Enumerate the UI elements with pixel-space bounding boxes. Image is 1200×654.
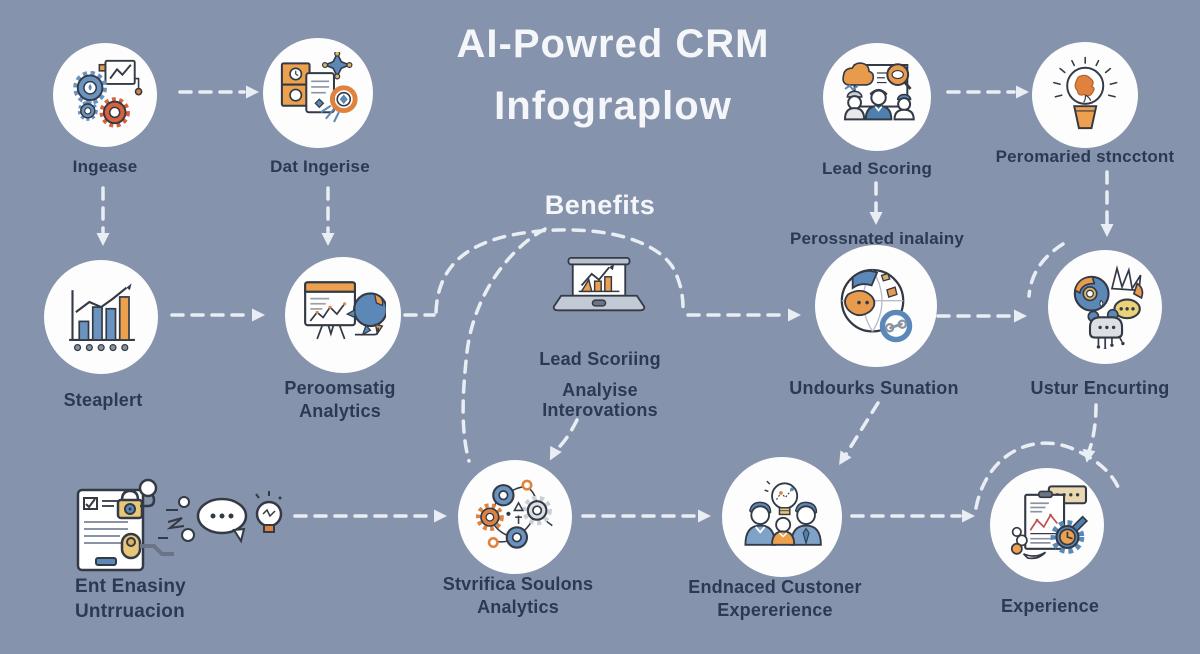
team-whiteboard-icon (842, 62, 915, 121)
node-circle-dat-ingerise (263, 38, 373, 148)
node-label-peromaried: Peromaried stncctont (995, 147, 1175, 166)
node-circle-undourks (815, 245, 937, 367)
globe-magnifier-icon (840, 268, 913, 343)
report-gear-icon (1010, 485, 1088, 560)
arrow-ustur-to-experience (1087, 403, 1098, 453)
node-label-ingease: Ingease (72, 157, 138, 176)
node-label-steaplert: Steaplert (63, 390, 143, 410)
page-title: AI-Powred CRM Infograplow (457, 24, 770, 126)
customers-idea-icon (744, 480, 822, 546)
node-circle-peromaried (1032, 42, 1138, 148)
node-label-experience: Experience (1000, 596, 1100, 616)
curve-cloud-down-to-stvrifica (461, 227, 547, 463)
arrow-interovations-to-stvrifica (554, 418, 579, 452)
title-line-2: Infograplow (494, 84, 732, 128)
node-label-lead-scoring: Lead Scoring (821, 159, 933, 178)
node-circle-ingease (53, 43, 157, 147)
gears-chart-icon (72, 59, 142, 128)
node-circle-peroomsatig (285, 257, 401, 373)
node-circle-experience (990, 468, 1104, 582)
lightbulb-plant-icon (1052, 56, 1118, 129)
title-line-1: AI-Powred CRM (456, 22, 770, 66)
node-label-ustur: Ustur Encurting (1030, 378, 1170, 398)
document-lock-icon (76, 478, 283, 572)
robot-chat-icon (1073, 264, 1144, 350)
node-circle-steaplert (44, 260, 158, 374)
node-circle-endnaced (722, 457, 842, 577)
node-label-dat-ingerise: Dat Ingerise (270, 157, 370, 176)
analytics-monitor-icon (304, 281, 386, 340)
arrow-undourks-to-endnaced (843, 401, 880, 458)
node-label-undourks: Undourks Sunation (789, 378, 959, 398)
label-perossnated: Perossnated inalainy (789, 229, 965, 248)
node-circle-ustur (1048, 250, 1162, 364)
node-circle-stvrifica (458, 460, 572, 574)
data-cabinet-icon (281, 52, 358, 123)
benefits-heading: Benefits (544, 190, 656, 220)
bar-chart-icon (68, 283, 135, 351)
network-gears-icon (475, 479, 553, 549)
node-circle-lead-scoring (823, 43, 931, 151)
laptop-chart-icon (552, 256, 646, 312)
